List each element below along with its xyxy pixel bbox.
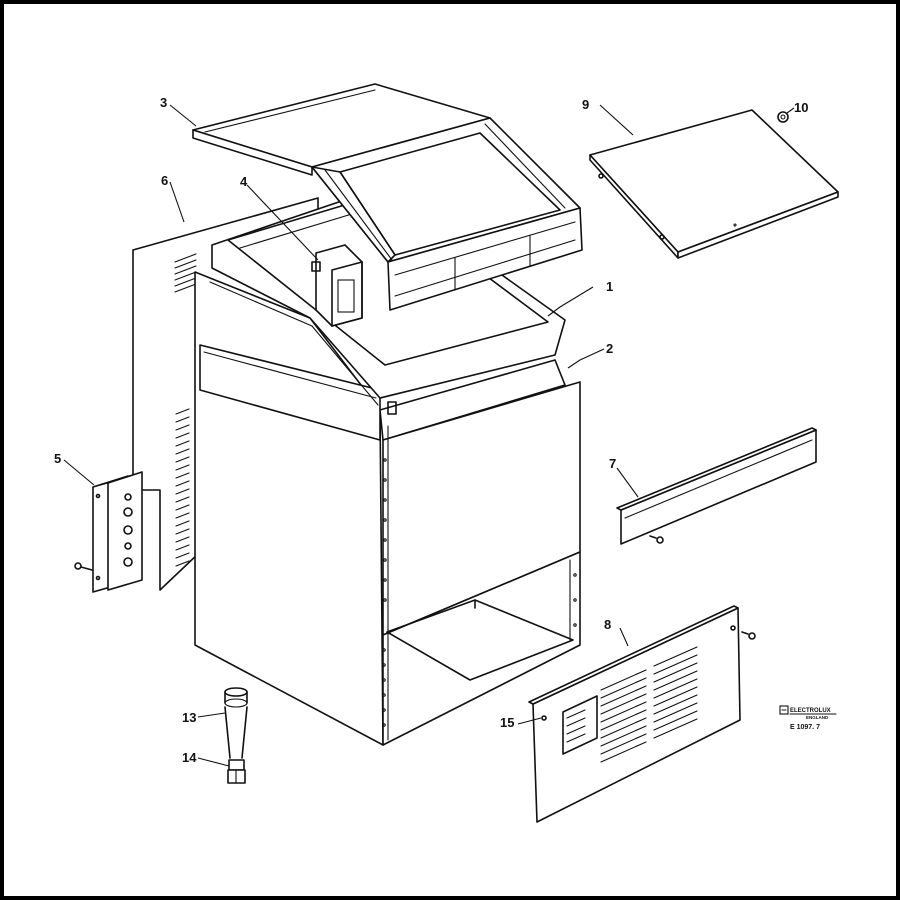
callout-2: 2 [606,341,613,356]
callout-4: 4 [240,174,248,189]
callout-8: 8 [604,617,611,632]
electrolux-logo-icon [779,705,789,715]
part-8-grille-panel [528,605,756,823]
callout-13: 13 [182,710,196,725]
callout-14: 14 [182,750,197,765]
maker-code: E 1097. 7 [790,724,820,731]
callout-10: 10 [794,100,808,115]
callout-3: 3 [160,95,167,110]
callout-7: 7 [609,456,616,471]
part-13-foot-body [224,687,248,759]
screw-icon [741,631,756,640]
callout-6: 6 [161,173,168,188]
part-5-control-bracket [74,471,143,593]
maker-country: ENGLAND [806,715,829,720]
leader-lines [63,104,795,767]
part-10-cap-nut [777,111,789,123]
screw-icon [74,562,93,571]
maker-brand: ELECTROLUX [790,708,831,714]
part-15-rating-plate [562,695,598,755]
callout-5: 5 [54,451,61,466]
callout-1: 1 [606,279,613,294]
part-14-foot-nut [227,759,246,784]
cabinet-body [194,271,581,746]
maker-mark: ELECTROLUX ENGLAND E 1097. 7 [779,705,837,731]
callout-15: 15 [500,715,514,730]
callout-labels: 1 2 3 4 5 6 7 8 9 10 13 14 15 [54,95,808,765]
screw-icon [649,535,664,544]
part-9-top-cover [589,109,839,259]
callout-9: 9 [582,97,589,112]
part-4-fitting [311,244,363,327]
part-7-front-strip [616,427,817,545]
part-3-lid-frame [192,83,583,311]
